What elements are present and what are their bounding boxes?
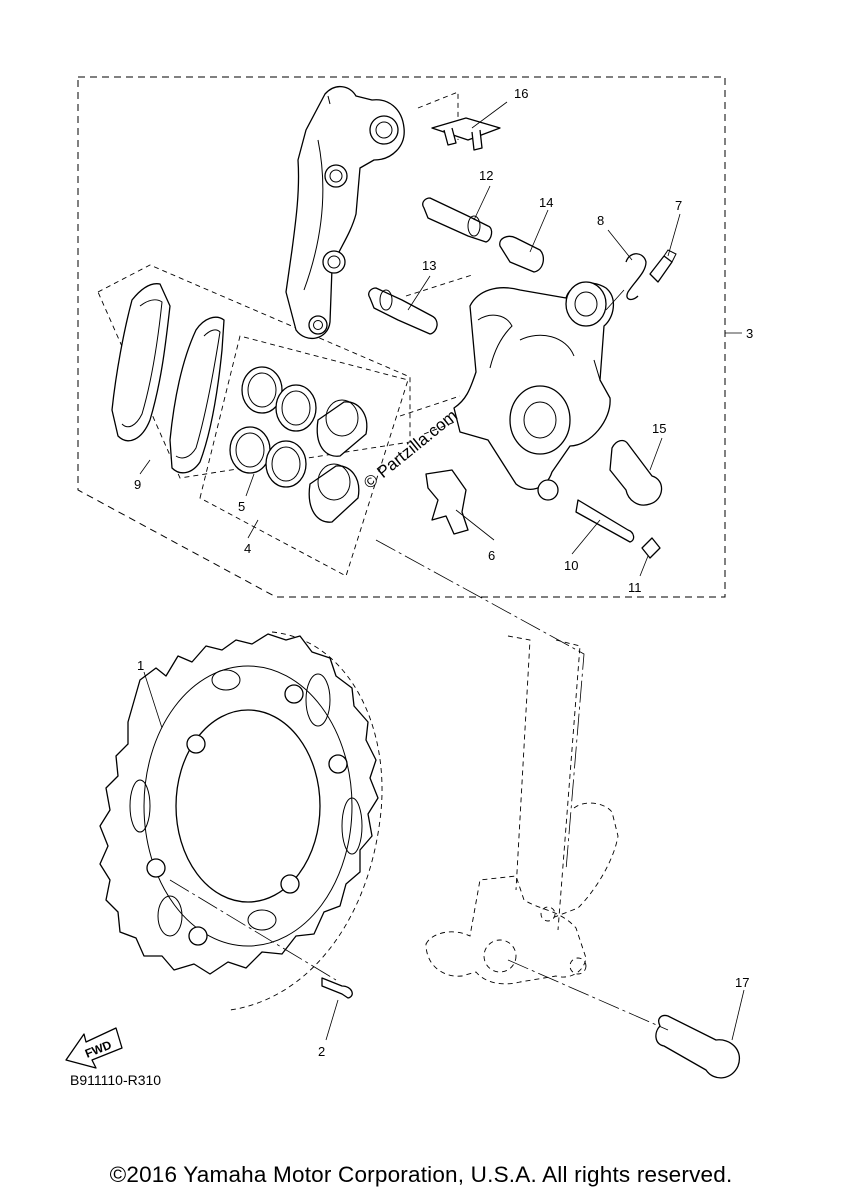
disc-bolt: [321, 977, 353, 999]
callout-17: 17: [735, 975, 749, 990]
callout-6: 6: [488, 548, 495, 563]
bleed-screw-and-cap: [625, 249, 677, 301]
caliper-mount-bolt: [655, 1014, 741, 1079]
callout-8: 8: [597, 213, 604, 228]
caliper-plug: [609, 439, 663, 506]
caliper-assembly-outline: [77, 76, 726, 598]
brake-pads: [111, 283, 225, 474]
callout-2: 2: [318, 1044, 325, 1059]
pad-spring: [431, 117, 501, 151]
piston-seals: [229, 366, 317, 488]
pad-pin-and-plug: [575, 499, 661, 559]
callout-9: 9: [134, 477, 141, 492]
assembly-center-lines: [169, 539, 669, 1031]
pin-boot: [499, 235, 545, 273]
callout-5: 5: [238, 499, 245, 514]
brake-disc: [99, 631, 383, 1011]
caliper-leader-lines: [139, 101, 681, 577]
callout-14: 14: [539, 195, 553, 210]
callout-4: 4: [244, 541, 251, 556]
callout-10: 10: [564, 558, 578, 573]
caliper-pistons: [308, 399, 368, 523]
callout-7: 7: [675, 198, 682, 213]
callout-16: 16: [514, 86, 528, 101]
seal-kit-outline: [199, 335, 409, 577]
callout-3: 3: [746, 326, 753, 341]
copyright-notice: ©2016 Yamaha Motor Corporation, U.S.A. A…: [109, 1162, 733, 1187]
fork-phantom: [425, 635, 619, 985]
caliper-body: [453, 281, 614, 501]
slide-pins: [368, 197, 493, 335]
callout-11: 11: [628, 580, 642, 595]
lower-leader-lines: [143, 671, 745, 1041]
diagram-code: B911110-R310: [70, 1072, 162, 1088]
caliper-bracket: [285, 86, 405, 340]
callout-13: 13: [422, 258, 436, 273]
callout-15: 15: [652, 421, 666, 436]
callout-12: 12: [479, 168, 493, 183]
callout-1: 1: [137, 658, 144, 673]
forward-arrow-icon: FWD: [65, 1027, 123, 1069]
pad-support-clip: [425, 469, 469, 535]
pad-kit-outline: [97, 264, 411, 479]
